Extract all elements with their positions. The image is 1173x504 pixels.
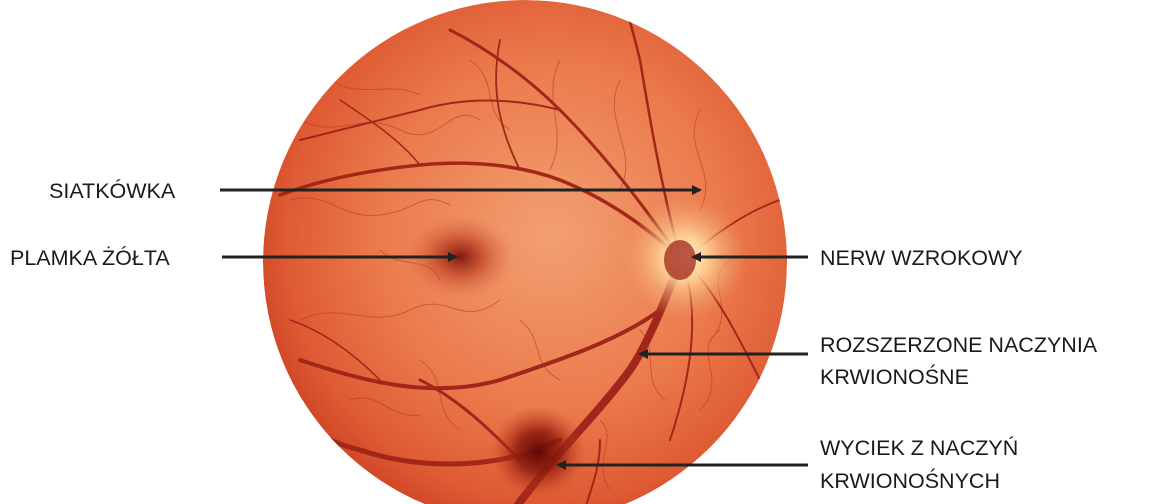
label-leakage-line1: WYCIEK Z NACZYŃ <box>820 435 1018 460</box>
label-dilated-vessels-line1: ROZSZERZONE NACZYNIA <box>820 333 1098 357</box>
fundus <box>263 0 787 504</box>
optic-disc <box>664 240 696 280</box>
label-retina: SIATKÓWKA <box>49 178 176 203</box>
label-optic-nerve: NERW WZROKOWY <box>820 246 1023 270</box>
label-dilated-vessels-line2: KRWIONOŚNE <box>820 364 969 389</box>
label-leakage-line2: KRWIONOŚNYCH <box>820 468 1000 493</box>
hemorrhage <box>490 406 586 498</box>
label-macula: PLAMKA ŻÓŁTA <box>10 245 170 270</box>
